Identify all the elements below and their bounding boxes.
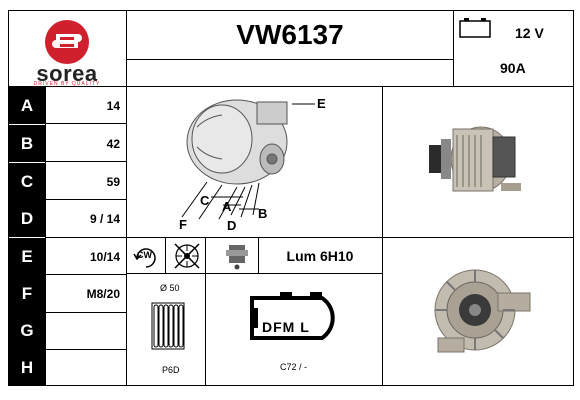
divider: [45, 86, 46, 386]
divider: [45, 237, 126, 238]
row-label-d: D: [9, 200, 45, 237]
alternator-photo-icon: [429, 126, 521, 192]
brand-logo: sorea DRIVEN BY QUALITY: [8, 10, 126, 87]
amperage-value: 90A: [500, 60, 526, 76]
divider: [165, 237, 166, 273]
dimension-letter-b: B: [258, 206, 268, 221]
voltage-value: 12 V: [515, 25, 544, 41]
row-label-b: B: [9, 125, 45, 162]
divider: [126, 10, 127, 386]
divider: [45, 274, 126, 275]
divider: [258, 237, 259, 273]
row-value-e: 10/14: [89, 249, 120, 264]
product-photo-side: [383, 87, 574, 237]
divider: [205, 237, 206, 273]
row-value-f: M8/20: [86, 286, 120, 301]
product-photo-front: [383, 238, 574, 386]
row-value-d: 9 / 14: [89, 211, 120, 226]
row-value-a: 14: [106, 98, 120, 113]
fan-crossed-icon: [172, 241, 202, 271]
row-label-h: H: [9, 349, 45, 386]
dimension-letter-a: A: [222, 199, 232, 214]
divider: [45, 349, 126, 350]
connector-label: DFM L: [262, 319, 310, 335]
pulley-diameter: Ø 50: [160, 283, 180, 293]
divider: [8, 86, 574, 87]
battery-icon: [458, 16, 494, 40]
sorea-logo-icon: [45, 20, 89, 64]
divider: [126, 273, 383, 274]
part-number: VW6137: [236, 19, 344, 50]
dimension-diagram: E C A B F D: [127, 87, 382, 237]
row-label-c: C: [9, 163, 45, 200]
divider: [45, 312, 126, 313]
regulator-icon: [222, 241, 252, 271]
divider: [45, 161, 126, 162]
divider: [382, 86, 383, 386]
divider: [126, 237, 574, 238]
divider: [45, 123, 126, 124]
row-label-f: F: [9, 275, 45, 312]
pulley-type: P6D: [162, 365, 180, 375]
row-label-e: E: [9, 238, 45, 275]
alternator-sketch-icon: [181, 99, 315, 220]
connector-code: C72 / -: [280, 362, 308, 372]
row-value-g: [46, 312, 124, 349]
rotation-label: CW: [137, 250, 152, 260]
divider: [126, 59, 453, 60]
divider: [453, 10, 454, 86]
pulley-icon: [148, 297, 188, 355]
dimension-letter-f: F: [179, 217, 187, 232]
lamp-value: Lum 6H10: [286, 247, 354, 264]
divider: [45, 199, 126, 200]
connector-icon: DFM L: [248, 290, 348, 346]
row-value-h: [46, 349, 124, 386]
row-value-c: 59: [106, 174, 120, 189]
dimension-letter-c: C: [200, 193, 210, 208]
spec-sheet-frame: [8, 10, 574, 386]
brand-name: sorea: [36, 61, 98, 86]
rotation-cw-icon: CW: [131, 242, 161, 270]
dimension-letter-e: E: [317, 96, 326, 111]
row-value-b: 42: [106, 136, 120, 151]
alternator-front-photo-icon: [434, 269, 531, 353]
brand-tagline: DRIVEN BY QUALITY: [33, 81, 101, 87]
row-label-a: A: [9, 87, 45, 124]
row-label-g: G: [9, 312, 45, 349]
dimension-letter-d: D: [227, 218, 237, 233]
divider: [205, 273, 206, 386]
